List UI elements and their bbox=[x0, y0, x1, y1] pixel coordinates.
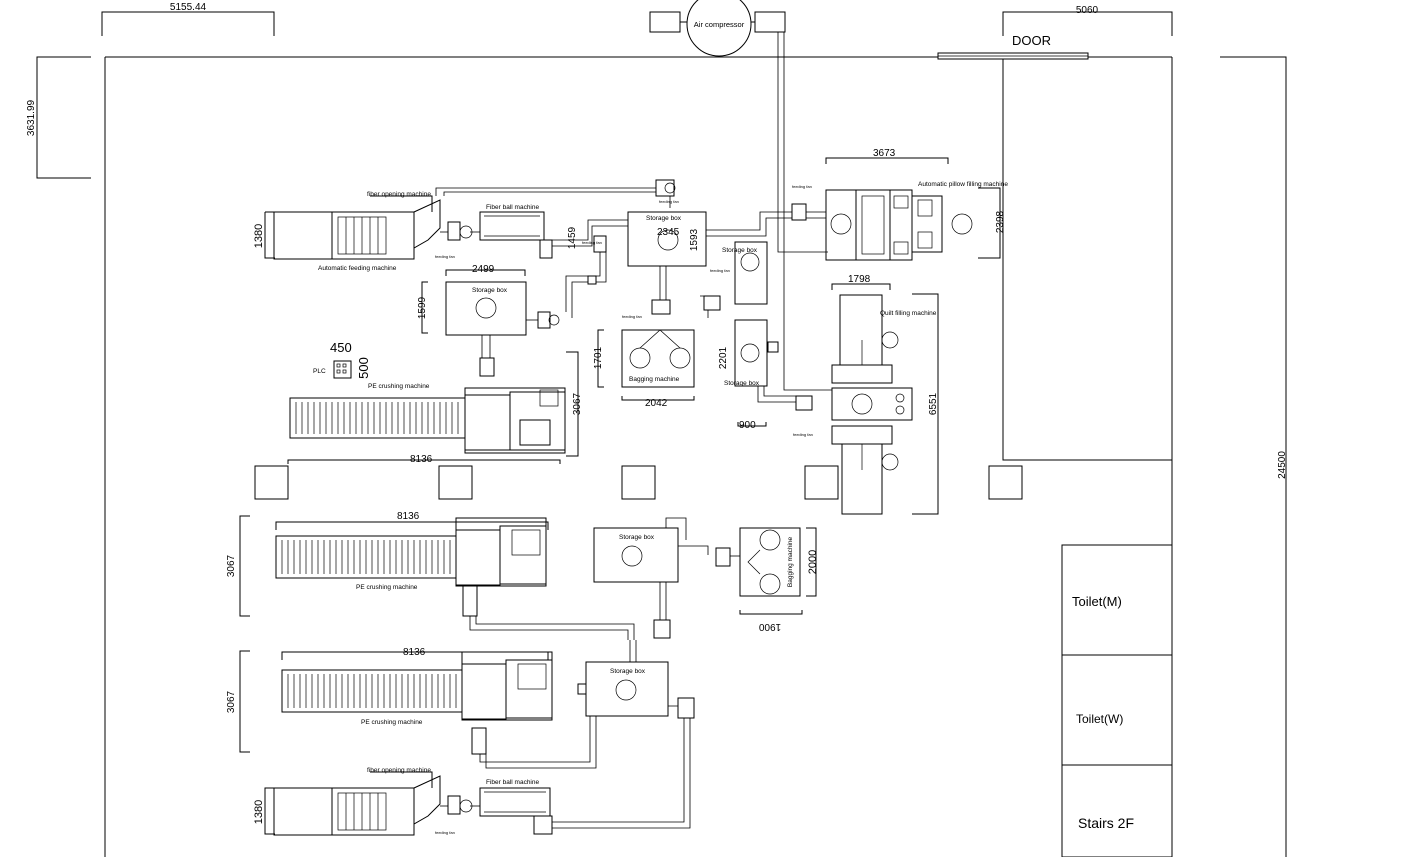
quilt-filling: 1798 Quilt filling machine 6551 bbox=[831, 274, 939, 515]
auto-pillow-label: Automatic pillow filling machine bbox=[918, 181, 1008, 188]
storage-top-width: 2345 bbox=[657, 227, 680, 238]
plc-height: 500 bbox=[356, 357, 371, 379]
storage-mid-height: 2201 bbox=[718, 346, 729, 369]
quilt-height: 6551 bbox=[928, 392, 939, 415]
bagging-machine-right: Bagging machine 2000 1900 bbox=[739, 527, 819, 632]
right-total-height-value: 24500 bbox=[1277, 451, 1288, 479]
feeding-fan-mid-1: feeding fan bbox=[710, 268, 730, 273]
left-height-value: 3631.99 bbox=[26, 99, 37, 136]
storage-box-right-upper-label: Storage box bbox=[619, 534, 655, 541]
pipe-height-1459: 1459 bbox=[567, 226, 578, 249]
storage-mid-width: 900 bbox=[739, 420, 756, 431]
pe-crushing-2-label: PE crushing machine bbox=[356, 584, 418, 591]
storage-box-bottom: Storage box bbox=[552, 640, 695, 829]
top-right-dimension: 5060 bbox=[1002, 5, 1173, 36]
storage-box-top: Storage box 2345 1593 feeding fan bbox=[565, 211, 707, 318]
top-left-width-value: 5155.44 bbox=[170, 2, 207, 13]
feeding-fan-mid-2: feeding fan bbox=[793, 432, 813, 437]
quilt-width: 1798 bbox=[848, 274, 871, 285]
storage-left-width: 2499 bbox=[472, 264, 495, 275]
bagging-top-width: 2042 bbox=[645, 398, 668, 409]
feeder-bottom-height: 1380 bbox=[253, 800, 265, 824]
storage-top-height: 1593 bbox=[689, 228, 700, 251]
plc-cabinet: 450 500 PLC bbox=[313, 340, 371, 379]
auto-feeding-label: Automatic feeding machine bbox=[318, 265, 397, 272]
pe2-length: 8136 bbox=[397, 511, 420, 522]
bagging-machine-top: feeding fan Bagging machine 1701 2042 bbox=[593, 299, 695, 409]
feeder-top-height: 1380 bbox=[253, 224, 265, 248]
columns bbox=[254, 465, 1023, 500]
toilet-w-label: Toilet(W) bbox=[1076, 712, 1123, 726]
pe1-length: 8136 bbox=[410, 454, 433, 465]
fiber-opening-bottom-label: fiber opening machine bbox=[367, 767, 431, 774]
pillow-height: 2398 bbox=[995, 210, 1006, 233]
bottom-feeding-line: 1380 fiber opening machine feeding fan F… bbox=[253, 767, 553, 836]
pillow-width: 3673 bbox=[873, 148, 896, 159]
door: DOOR bbox=[937, 33, 1089, 60]
feeding-fan-bottom: feeding fan bbox=[435, 830, 455, 835]
air-compressor-label: Air compressor bbox=[694, 20, 745, 29]
service-rooms: Toilet(M) Toilet(W) Stairs 2F bbox=[1061, 544, 1173, 857]
storage-box-mid-lower-label: Storage box bbox=[724, 380, 760, 387]
bagging-right-label: Bagging machine bbox=[787, 537, 794, 588]
storage-box-right-upper: Storage box bbox=[593, 517, 740, 639]
bagging-right-height: 2000 bbox=[807, 550, 819, 574]
left-dimension: 3631.99 bbox=[26, 56, 91, 179]
pe2-height: 3067 bbox=[226, 554, 237, 577]
pe-crushing-1-label: PE crushing machine bbox=[368, 383, 430, 390]
air-compressor: Air compressor bbox=[649, 0, 832, 391]
quilt-filling-label: Quilt filling machine bbox=[880, 310, 937, 317]
pe-crushing-machine-2: 8136 3067 PE crushing machine bbox=[226, 511, 635, 640]
feeding-fan-top-center: feeding fan bbox=[659, 199, 679, 204]
storage-box-mid-upper-label: Storage box bbox=[722, 247, 758, 254]
fiber-ball-bottom-label: Fiber ball machine bbox=[486, 779, 539, 786]
storage-box-top-label: Storage box bbox=[646, 215, 682, 222]
bagging-right-width: 1900 bbox=[758, 621, 781, 632]
pe-crushing-3-label: PE crushing machine bbox=[361, 719, 423, 726]
bagging-top-height: 1701 bbox=[593, 346, 604, 369]
right-total-dimension: 24500 bbox=[1220, 56, 1288, 857]
pe1-height: 3067 bbox=[572, 392, 583, 415]
storage-box-left: 2499 1599 Storage box bbox=[417, 264, 560, 377]
pe3-length: 8136 bbox=[403, 647, 426, 658]
storage-box-bottom-label: Storage box bbox=[610, 668, 646, 675]
fiber-ball-top-label: Fiber ball machine bbox=[486, 204, 539, 211]
pe-crushing-machine-1: PE crushing machine 8136 3067 bbox=[287, 351, 583, 465]
toilet-m-label: Toilet(M) bbox=[1072, 594, 1122, 609]
stairs-label: Stairs 2F bbox=[1078, 815, 1134, 831]
top-left-dimension: 5155.44 bbox=[101, 2, 275, 36]
auto-pillow-filling: 3673 feeding fan Automatic pillow fillin… bbox=[791, 148, 1008, 261]
bagging-top-label: Bagging machine bbox=[629, 376, 680, 383]
plc-label: PLC bbox=[313, 368, 326, 375]
door-label: DOOR bbox=[1012, 33, 1051, 48]
fiber-opening-top-label: fiber opening machine bbox=[367, 191, 431, 198]
building-walls bbox=[104, 56, 1173, 857]
pe-crushing-machine-3: 8136 3067 PE crushing machine bbox=[226, 647, 597, 769]
top-feeding-line: 1380 fiber opening machine Automatic fee… bbox=[253, 179, 679, 272]
storage-box-left-label: Storage box bbox=[472, 287, 508, 294]
feeding-fan-storage-top: feeding fan bbox=[582, 240, 602, 245]
top-right-width-value: 5060 bbox=[1076, 5, 1099, 16]
feeding-fan-pillow: feeding fan bbox=[792, 184, 812, 189]
feeding-fan-bagging-top: feeding fan bbox=[622, 314, 642, 319]
storage-left-height: 1599 bbox=[417, 296, 428, 319]
storage-boxes-middle: Storage box Storage box 2201 900 feeding… bbox=[700, 211, 826, 437]
pe3-height: 3067 bbox=[226, 690, 237, 713]
feeding-fan-top-left: feeding fan bbox=[435, 254, 455, 259]
plc-width: 450 bbox=[330, 340, 352, 355]
